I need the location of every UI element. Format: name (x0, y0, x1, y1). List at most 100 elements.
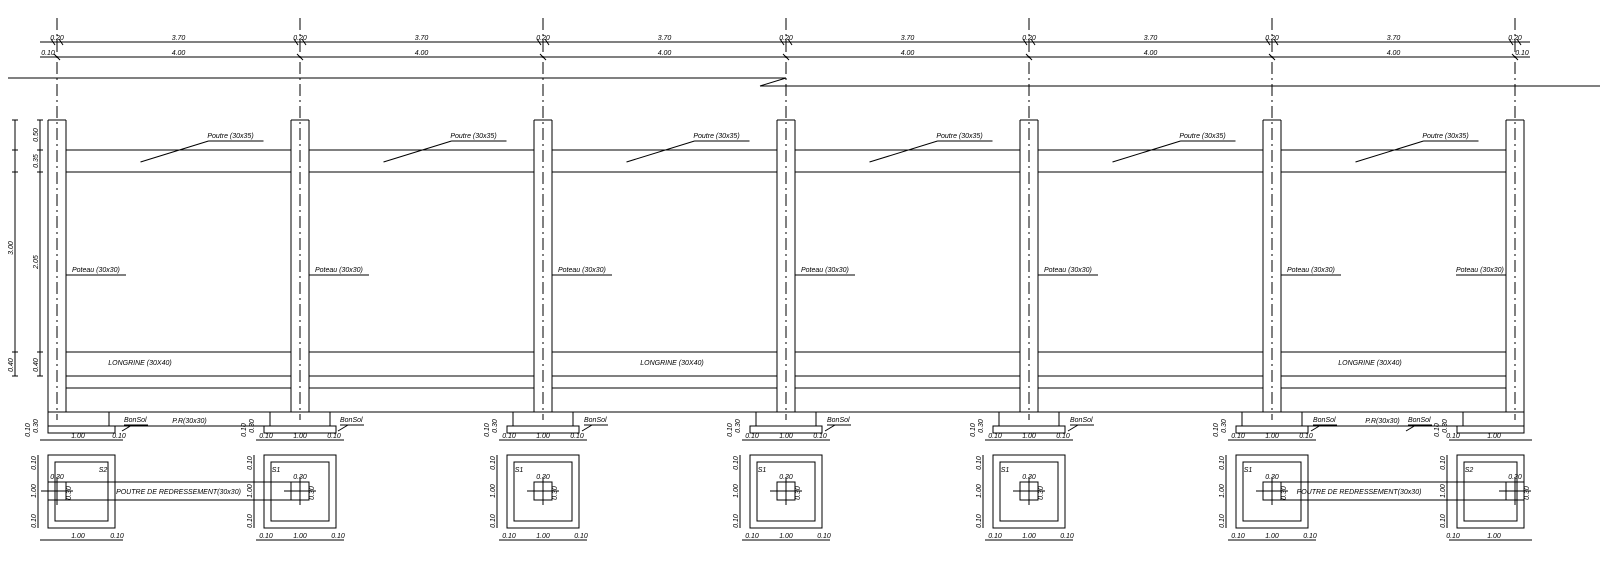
column-label: Poteau (30x30) (1287, 267, 1335, 274)
dimension-label-axis-span: 4.00 (1144, 50, 1158, 57)
dimension-tick (779, 38, 785, 46)
infill-wall (1037, 171, 1264, 353)
footing-overhang-label: 0.10 (1299, 433, 1313, 440)
longrine-hatch (65, 375, 292, 389)
longrine-hatch (308, 375, 535, 389)
plan-dimension-label: 0.10 (976, 456, 983, 470)
redressement-beam-label: POUTRE DE REDRESSEMENT(30x30) (1297, 489, 1422, 496)
footing-plan-inner (270, 461, 330, 522)
plan-dimension-label: 1.00 (31, 484, 38, 498)
column-label: Poteau (30x30) (72, 267, 120, 274)
beam-label: Poutre (30x35) (1179, 133, 1225, 140)
column-label: Poteau (30x30) (1044, 267, 1092, 274)
bonsol-leader (1067, 424, 1079, 432)
infill-wall (794, 171, 1021, 353)
column-label: Poteau (30x30) (801, 267, 849, 274)
footing-overhang-label: 0.10 (1056, 433, 1070, 440)
plan-dimension-label: 1.00 (1219, 484, 1226, 498)
plan-overhang-label: 0.10 (502, 533, 516, 540)
column-size-label: 0.30 (66, 486, 73, 500)
footing-type-label: S1 (1001, 467, 1010, 474)
column-label: Poteau (30x30) (315, 267, 363, 274)
dimension-tick (1508, 38, 1514, 46)
beam-leader (626, 140, 695, 163)
dimension-tick (544, 38, 550, 46)
dimension-label-column: 0.20 (536, 35, 550, 42)
footing-height-label: 0.10 (241, 423, 248, 437)
bonsol-label: BonSol (1408, 417, 1431, 424)
dimension-label-span: 3.70 (1144, 35, 1158, 42)
bonsol-label: BonSol (584, 417, 607, 424)
vertical-dim-label: 0.35 (33, 154, 40, 168)
beam-leader (869, 140, 938, 163)
dimension-label-axis-span: 4.00 (658, 50, 672, 57)
bonsol-label: BonSol (827, 417, 850, 424)
column-label: Poteau (30x30) (558, 267, 606, 274)
bonsol-label: BonSol (340, 417, 363, 424)
footing-height-label: 0.30 (33, 419, 40, 433)
beam-leader (1355, 140, 1424, 163)
column-label: Poteau (30x30) (1456, 267, 1504, 274)
footing-height-label: 0.10 (25, 423, 32, 437)
footing-width-label: 1.00 (1487, 433, 1501, 440)
footing-overhang-label: 0.10 (112, 433, 126, 440)
footing-height-label: 0.10 (1434, 423, 1441, 437)
pr-beam-label: P.R(30x30) (172, 418, 207, 425)
plan-dimension-label: 1.00 (1440, 484, 1447, 498)
column-size-label: 0.30 (1508, 474, 1522, 481)
dimension-label-span: 3.70 (901, 35, 915, 42)
dimension-label-axis-span: 4.00 (1387, 50, 1401, 57)
footing-width-label: 1.00 (536, 433, 550, 440)
dimension-tick (536, 38, 542, 46)
dimension-tick (1516, 38, 1522, 46)
infill-wall (308, 171, 535, 353)
footing-type-label: S1 (758, 467, 767, 474)
footing-slab (1456, 425, 1525, 434)
plan-dimension-label: 0.10 (1219, 514, 1226, 528)
beam-leader (383, 140, 452, 163)
plan-dimension-label: 1.00 (490, 484, 497, 498)
beam-label: Poutre (30x35) (207, 133, 253, 140)
dimension-label-column: 0.20 (779, 35, 793, 42)
footing-height-label: 0.30 (1221, 419, 1228, 433)
footing-overhang-label: 0.10 (570, 433, 584, 440)
footing-width-label: 1.00 (1022, 433, 1036, 440)
plan-overhang-label: 0.10 (817, 533, 831, 540)
footing-plan-inner (999, 461, 1059, 522)
footing-overhang-label: 0.10 (1231, 433, 1245, 440)
vertical-dim-total-label: 3.00 (8, 241, 15, 255)
plan-dimension-label: 0.10 (733, 456, 740, 470)
footing-height-label: 0.30 (492, 419, 499, 433)
vertical-dim-label: 0.50 (33, 128, 40, 142)
dimension-tick (1265, 38, 1271, 46)
footing-overhang-label: 0.10 (813, 433, 827, 440)
plan-overhang-label: 0.10 (988, 533, 1002, 540)
footing-slab (1235, 425, 1309, 434)
column-size-label: 0.30 (50, 474, 64, 481)
longrine-hatch (1037, 375, 1264, 389)
footing-width-label: 1.00 (779, 433, 793, 440)
plan-dimension-label: 0.10 (976, 514, 983, 528)
dimension-label-span: 3.70 (1387, 35, 1401, 42)
column-size-label: 0.30 (1281, 486, 1288, 500)
column-size-label: 0.30 (1038, 486, 1045, 500)
footing-type-label: S1 (272, 467, 281, 474)
dimension-label-edge: 0.10 (1515, 50, 1529, 57)
footing-overhang-label: 0.10 (259, 433, 273, 440)
beam-leader (140, 140, 209, 163)
redressement-beam-label: POUTRE DE REDRESSEMENT(30x30) (116, 489, 241, 496)
vertical-dim-label: 0.40 (8, 358, 15, 372)
infill-wall (551, 171, 778, 353)
vertical-dim-label: 0.40 (33, 358, 40, 372)
bonsol-leader (824, 424, 836, 432)
footing-height-label: 0.10 (1213, 423, 1220, 437)
longrine-hatch (1280, 375, 1507, 389)
dimension-label-span: 3.70 (658, 35, 672, 42)
column-size-label: 0.30 (1524, 486, 1531, 500)
footing-slab (47, 425, 116, 434)
footing-width-label: 1.00 (293, 433, 307, 440)
plan-dimension-label: 0.10 (490, 514, 497, 528)
dimension-label-column: 0.20 (293, 35, 307, 42)
bonsol-label: BonSol (124, 417, 147, 424)
footing-plan-inner (513, 461, 573, 522)
